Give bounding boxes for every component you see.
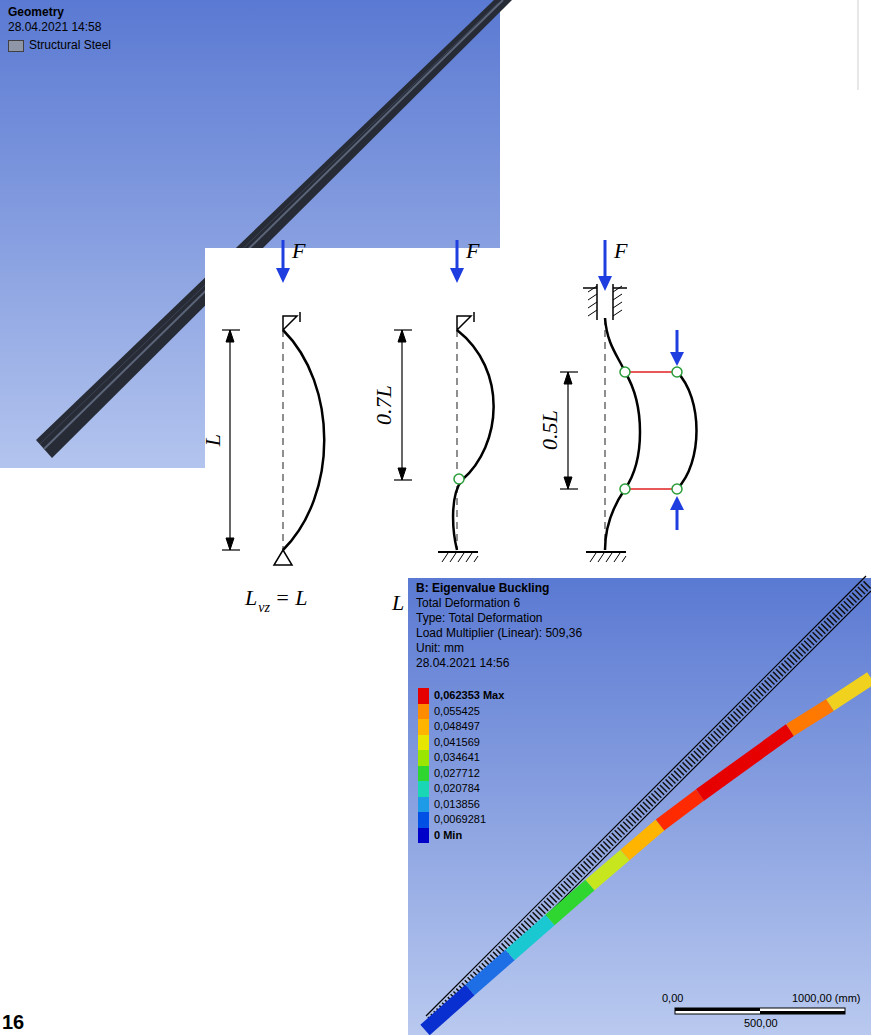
legend-label: 0,048497 (434, 720, 480, 733)
formula-value: = L (275, 585, 308, 611)
legend-swatch (418, 750, 429, 766)
length-label: 0.7L (371, 385, 397, 425)
result-info: Unit: mm (416, 641, 464, 655)
column-schemes (222, 240, 697, 565)
legend-swatch (418, 797, 429, 813)
frame-line (858, 0, 859, 90)
legend-label: 0,062353 Max (434, 689, 504, 702)
legend-swatch (418, 828, 429, 844)
result-info: Type: Total Deformation (416, 611, 543, 625)
legend-swatch (418, 704, 429, 720)
legend-label: 0,0069281 (434, 813, 486, 826)
panel-title: B: Eigenvalue Buckling (416, 581, 549, 595)
formula-subscript: vz (258, 600, 270, 617)
legend-label: 0,034641 (434, 751, 480, 764)
result-info: Total Deformation 6 (416, 596, 520, 610)
timestamp: 28.04.2021 14:58 (8, 20, 101, 34)
legend-swatch (418, 812, 429, 828)
length-label: L (200, 434, 226, 446)
result-panel (408, 576, 871, 1035)
legend-swatch (418, 688, 429, 704)
timestamp: 28.04.2021 14:56 (416, 656, 509, 670)
legend-label: 0,027712 (434, 767, 480, 780)
legend-label: 0,013856 (434, 798, 480, 811)
legend-label: 0,041569 (434, 736, 480, 749)
page-number: 16 (2, 1010, 24, 1034)
legend-label: 0,020784 (434, 782, 480, 795)
sheet (205, 248, 505, 473)
force-label: F (292, 238, 305, 264)
legend-swatch (418, 766, 429, 782)
formula-symbol: L (392, 590, 404, 616)
legend-label: 0 Min (434, 829, 462, 842)
legend-swatch (418, 735, 429, 751)
legend-swatch (8, 40, 24, 52)
legend-swatch (418, 719, 429, 735)
panel-title: Geometry (8, 5, 64, 19)
scale-value: 1000,00 (mm) (792, 992, 860, 1005)
result-info: Load Multiplier (Linear): 509,36 (416, 626, 582, 640)
legend-label: 0,055425 (434, 705, 480, 718)
legend-swatch (418, 781, 429, 797)
length-label: 0.5L (537, 410, 563, 450)
formula-symbol: L (245, 585, 257, 611)
scale-value: 0,00 (662, 992, 683, 1005)
force-label: F (466, 238, 479, 264)
force-label: F (614, 238, 627, 264)
scale-value: 500,00 (744, 1017, 778, 1030)
legend-label: Structural Steel (29, 38, 111, 52)
